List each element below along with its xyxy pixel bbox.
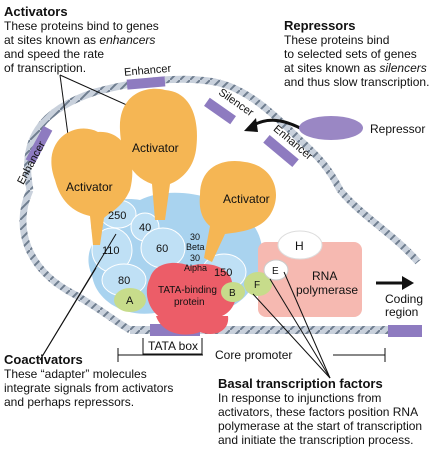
basal-title: Basal transcription factors [218,376,383,391]
silencer-segment [204,97,236,125]
activators-line2: at sites known as enhancers [4,33,156,47]
label-enhancer-top: Enhancer [124,63,172,79]
label-tata-box: TATA box [148,339,198,353]
tata-binding-protein-lower [156,316,229,335]
label-factor-e: E [272,266,279,277]
enhancer-segment-right [263,134,299,168]
activators-line4: of transcription. [4,61,87,75]
dna-strand-bottom [19,188,132,334]
label-coding-line1: Coding [385,292,423,306]
coding-arrowhead [402,276,414,290]
label-150: 150 [214,267,232,279]
repressors-caption: Repressors These proteins bind to select… [284,18,434,89]
basal-line1: In response to injunctions from [218,391,382,405]
coactivators-line1: These “adapter” molecules [4,367,147,381]
activators-enhancers-term: enhancers [99,33,156,47]
activators-line3: and speed the rate [4,47,105,61]
label-rna-pol-line2: polymerase [296,283,358,297]
dna-strand-top [24,75,344,192]
activator-left-shape [51,128,133,245]
repressors-silencers-term: silencers [379,61,427,75]
rna-polymerase-shape [258,242,362,317]
label-core-promoter: Core promoter [215,348,292,362]
label-factor-h: H [295,239,304,253]
label-80: 80 [118,275,130,287]
activators-caption: Activators These proteins bind to genes … [4,4,224,75]
repressors-line3: at sites known as silencers [284,61,427,75]
core-promoter-line [117,348,386,362]
label-activator-right: Activator [223,192,270,206]
label-factor-b: B [229,288,236,299]
label-30-beta-word: Beta [186,242,205,252]
coactivators-pointer-lines [39,233,117,361]
basal-line3: polymerase at the start of transcription [218,419,423,433]
label-60: 60 [156,243,168,255]
label-30-alpha-num: 30 [190,253,200,263]
label-repressor: Repressor [370,122,425,136]
repressors-line1: These proteins bind [284,33,390,47]
basal-caption: Basal transcription factors In response … [218,376,433,447]
repressors-line4: and thus slow transcription. [284,75,430,89]
label-40: 40 [139,222,151,234]
factor-e-shape [263,259,289,281]
dna-strand-right [337,187,421,265]
label-110: 110 [102,245,120,257]
basal-pointer-lines [252,271,331,379]
repressor-arrowhead [244,118,258,132]
enhancer-segment-left [25,125,53,165]
label-factor-f: F [254,280,260,291]
activator-mid-shape [119,88,197,220]
basal-line4: and initiate the transcription process. [218,433,414,447]
label-activator-mid: Activator [132,141,179,155]
label-tbp-line2: protein [174,297,205,308]
activators-title: Activators [4,4,68,19]
label-activator-left: Activator [66,180,113,194]
label-coding-line2: region [385,305,418,319]
basal-line2: activators, these factors position RNA [218,405,419,419]
repressors-title: Repressors [284,18,356,33]
repressor-shape [299,116,363,140]
label-tbp-line1: TATA-binding [158,285,217,296]
label-factor-a: A [126,295,134,307]
coding-segment [388,325,422,337]
factor-f-shape [244,272,272,296]
tata-box-bracket [142,338,203,355]
factor-b-shape [221,282,245,302]
coactivators-title: Coactivators [4,352,83,367]
label-rna-pol-line1: RNA [312,269,337,283]
activator-right-shape [199,160,277,262]
coactivators-caption: Coactivators These “adapter” molecules i… [4,352,204,409]
repressors-line2: to selected sets of genes [284,47,417,61]
factor-a-shape [114,288,146,312]
coactivators-line2: integrate signals from activators [4,381,174,395]
enhancer-segment-top [126,76,166,90]
activators-line1: These proteins bind to genes [4,19,159,33]
coactivators-line3: and perhaps repressors. [4,395,135,409]
tata-binding-protein-shape [146,262,237,328]
rna-polymerase-h-subunit [277,230,323,260]
label-30-alpha-word: Alpha [184,263,207,273]
label-30-beta-num: 30 [190,232,200,242]
label-250: 250 [108,210,126,222]
